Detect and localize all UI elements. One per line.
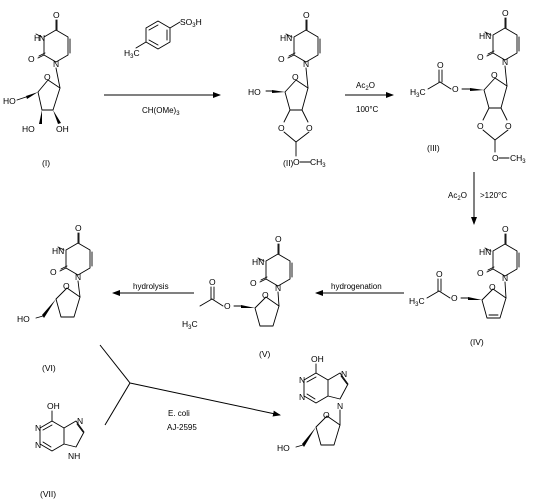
compound-I: O H N O N O HO HO OH (I) [3,10,71,168]
IV-methyl: H3C [409,296,425,308]
label-III: (III) [427,143,440,153]
V-atom-O-ester: O [224,301,231,311]
atom-O-2: O [28,54,35,64]
VI-atom-HO: HO [17,314,30,324]
III-atom-O-carbonyl: O [437,60,444,70]
III-atom-N1: N [502,57,508,67]
VI-atom-HN: HN [52,246,64,256]
prod-atom-OH: OH [311,354,324,364]
VII-atom-N3: N [35,440,41,450]
reagent-temp-2: >120°C [480,191,507,200]
reagent-ac2o-2: Ac2O [448,191,467,202]
VI-atom-O-top: O [75,223,82,233]
reagent-ac2o-1: Ac2O [356,81,375,92]
prod-atom-HO: HO [277,443,290,453]
V-atom-O-carbonyl: O [209,277,216,287]
atom-HN: H [34,33,40,43]
atom-N1: N [53,59,59,69]
reagent-temp-1: 100°C [356,105,379,114]
II-atom-HN: HN [280,33,292,43]
IV-atom-O-top: O [502,224,509,234]
prod-atom-N9: N [337,401,343,411]
IV-atom-O-ring: O [489,282,496,292]
compound-product: OH N N N N O HO [277,354,349,453]
prod-atom-N3: N [299,392,305,402]
prod-atom-N7: N [341,369,347,379]
II-atom-O-OMe: O [293,157,300,167]
V-atom-O-top: O [275,234,282,244]
atom-O-ring: O [44,72,51,82]
VI-atom-N1: N [75,272,81,282]
III-atom-O-top: O [502,8,509,18]
II-atom-HO: HO [248,87,261,97]
label-IV: (IV) [470,337,484,347]
III-atom-O-2: O [477,52,484,62]
VII-atom-N7: N [77,416,83,426]
label-VII: (VII) [40,489,56,499]
III-atom-O-ring: O [491,70,498,80]
reagent-hydrolysis: hydrolysis [133,282,169,291]
compound-V: O HN O N O O O H3C (V) [182,234,293,359]
II-atom-N1: N [303,59,309,69]
arrow-converge-upper [99,344,131,384]
V-methyl: H3C [182,319,198,331]
II-atom-O-2: O [278,54,285,64]
III-atom-O-OMe: O [492,153,499,163]
V-atom-N1: N [275,283,281,293]
prod-atom-N1: N [299,375,305,385]
arrow-converge-lower [104,382,131,426]
III-atom-O-acetal-1: O [477,121,484,131]
label-II: (II) [283,158,294,168]
atom-OH-2: OH [56,124,69,134]
V-atom-HN: HN [252,257,264,267]
VII-atom-OH: OH [47,401,60,411]
IV-atom-HN: HN [479,247,491,257]
III-methyl: H3C [410,87,426,99]
compound-IV: O HN O N O O O H3C (IV) [409,224,520,347]
compound-III: O HN O N O O O H3C O O O CH3 (III) [410,8,526,165]
VII-atom-NH: NH [68,451,80,461]
IV-atom-O-carbonyl: O [436,269,443,279]
reagent-strain: AJ-2595 [167,423,197,432]
reagent-ptsa: SO3H H3C [124,17,202,60]
II-methyl: CH3 [310,157,326,169]
compound-VI: O HN O N O HO (VI) [17,223,93,373]
II-atom-O-acetal-1: O [278,123,285,133]
label-I: (I) [42,158,50,168]
ptsa-formula: SO3H [180,17,202,29]
IV-atom-N1: N [502,273,508,283]
II-atom-O-acetal-2: O [306,123,313,133]
atom-N3: N [39,33,45,43]
label-VI: (VI) [42,363,56,373]
VII-atom-N1: N [35,423,41,433]
III-atom-O-acetal-2: O [505,121,512,131]
VI-atom-O-ring: O [63,281,70,291]
compound-VII: OH N N N NH (VII) [35,401,85,499]
II-atom-O-top: O [303,10,310,20]
atom-O-top: O [53,10,60,20]
atom-HO-3: HO [22,124,35,134]
III-atom-O-ester: O [452,84,459,94]
IV-atom-O-2: O [477,268,484,278]
label-V: (V) [259,349,271,359]
VI-atom-O-2: O [50,267,57,277]
II-atom-O-ring: O [292,72,299,82]
reagent-orthoformate: CH(OMe)3 [142,106,180,117]
III-atom-HN: HN [479,31,491,41]
IV-atom-O-ester: O [451,293,458,303]
prod-atom-O-ring: O [323,410,330,420]
ptsa-methyl: H3C [124,48,140,60]
III-methyl-2: CH3 [510,153,526,165]
V-atom-O-ring: O [262,290,269,300]
reagent-hydrogenation: hydrogenation [331,282,382,291]
arrow-to-product [129,382,281,417]
compound-II: O HN O N O HO O O O CH3 (II) [248,10,326,169]
V-atom-O-2: O [250,278,257,288]
atom-HO-5: HO [3,96,16,106]
reagent-organism: E. coli [168,409,190,418]
